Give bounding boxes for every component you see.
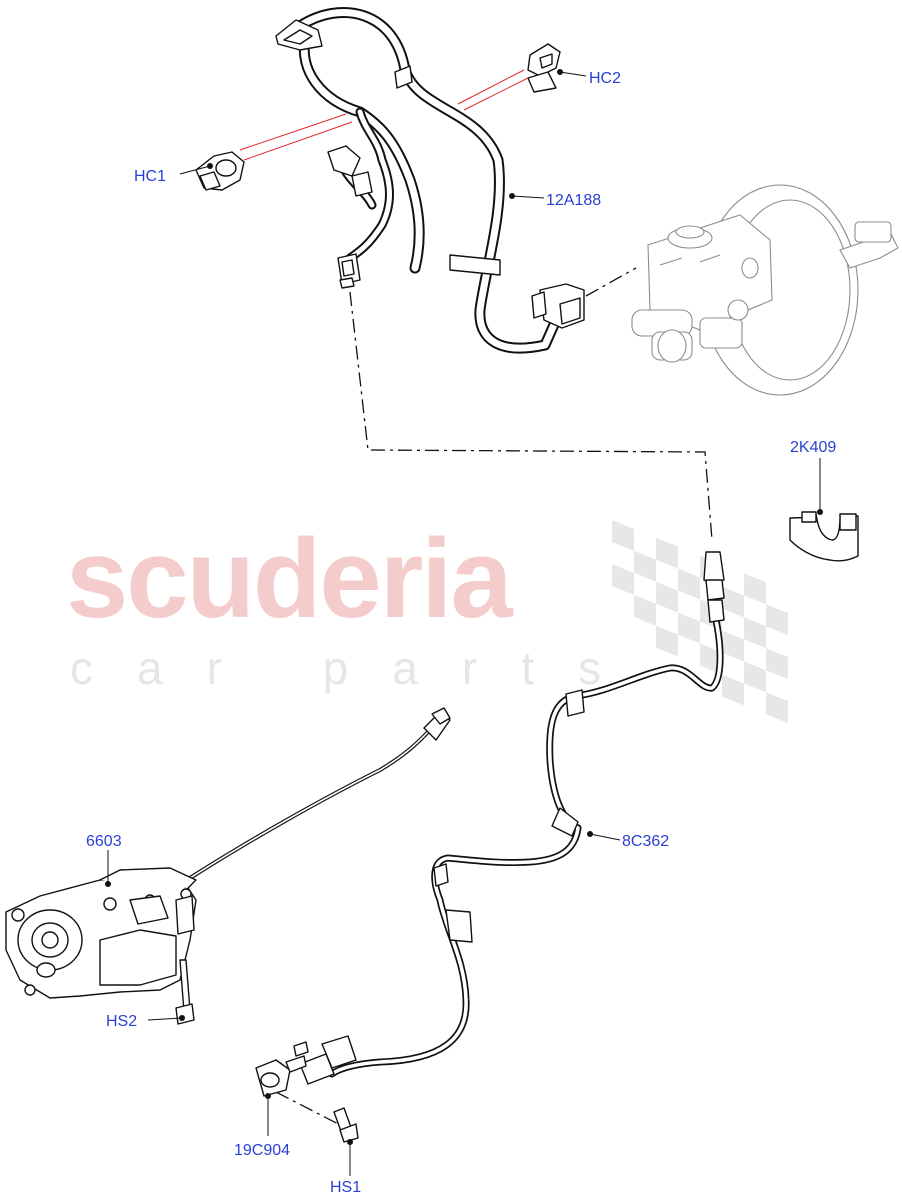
callout-leaders <box>105 69 823 1176</box>
clip-hc2 <box>527 43 561 93</box>
callout-hs1[interactable]: HS1 <box>330 1179 361 1196</box>
leader-dot <box>347 1139 353 1145</box>
sensor-19c904 <box>255 1041 309 1097</box>
bolt-hs1 <box>333 1107 359 1143</box>
callout-hc1[interactable]: HC1 <box>134 168 166 185</box>
gearbox-harness <box>188 707 451 880</box>
callout-6603[interactable]: 6603 <box>86 833 122 850</box>
leader-dot <box>207 163 213 169</box>
brake-booster-ghost <box>631 184 899 396</box>
leader-dot <box>509 193 515 199</box>
leader-dot <box>587 831 593 837</box>
leader-dot <box>105 881 111 887</box>
pipe-8c362 <box>299 551 725 1085</box>
callout-hs2[interactable]: HS2 <box>106 1013 137 1030</box>
watermark-brand: scuderia <box>66 516 513 641</box>
watermark: scuderia car parts <box>66 516 788 724</box>
connection-line-bolt <box>275 1091 347 1129</box>
bolt-hs2 <box>175 959 195 1025</box>
connection-line-sensor <box>585 267 637 297</box>
callout-19c904[interactable]: 19C904 <box>234 1142 290 1159</box>
callout-hc2[interactable]: HC2 <box>589 70 621 87</box>
leader-dot <box>265 1093 271 1099</box>
watermark-tagline: car parts <box>70 642 645 694</box>
callout-8c362[interactable]: 8C362 <box>622 833 669 850</box>
cover-2k409 <box>789 511 859 562</box>
harness-12a188 <box>275 7 585 354</box>
connection-line-harness <box>349 291 713 541</box>
leader-dot <box>557 69 563 75</box>
leader-dot <box>817 509 823 515</box>
clip-hc1 <box>195 151 245 191</box>
leader-dot <box>179 1015 185 1021</box>
transfer-case-6603 <box>5 867 197 999</box>
reference-lines <box>239 69 529 161</box>
callout-2k409[interactable]: 2K409 <box>790 439 836 456</box>
callout-12a188[interactable]: 12A188 <box>546 192 601 209</box>
